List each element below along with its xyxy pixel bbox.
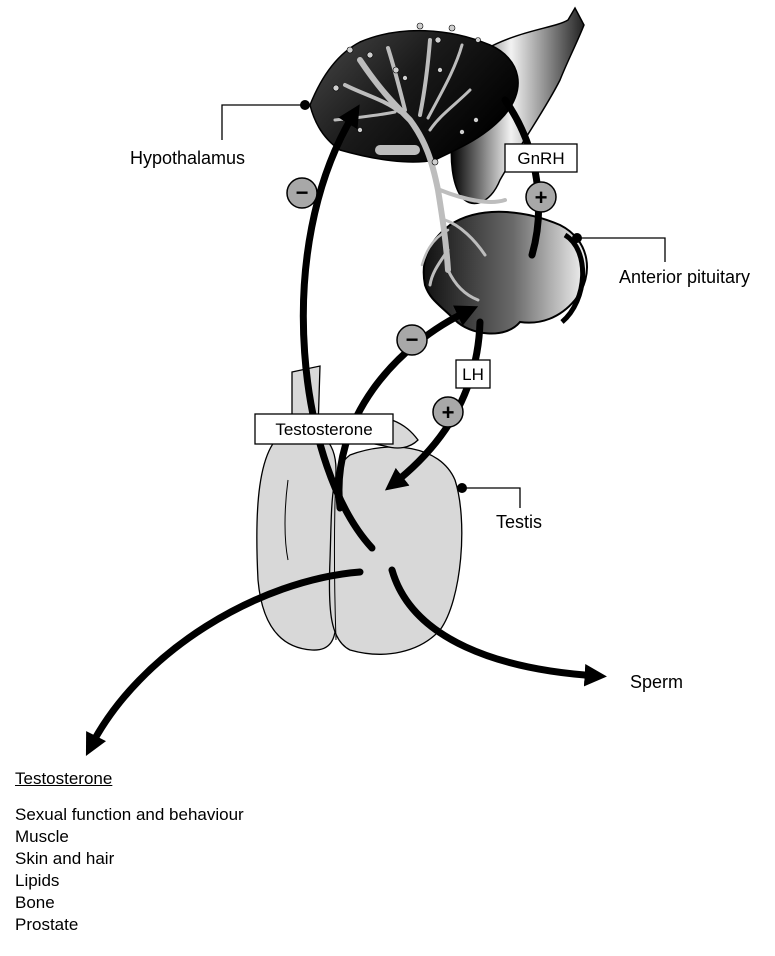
legend-items: Sexual function and behaviour Muscle Ski… [15, 804, 375, 936]
list-item: Muscle [15, 826, 375, 848]
testosterone-box: Testosterone [255, 414, 393, 444]
negative-sign-pituitary: − [397, 325, 427, 355]
list-item: Sexual function and behaviour [15, 804, 375, 826]
hypothalamus-label: Hypothalamus [130, 148, 245, 168]
testosterone-effects-list: Testosterone Sexual function and behavio… [15, 768, 375, 936]
gnrh-box: GnRH [505, 144, 577, 172]
svg-text:−: − [406, 327, 419, 352]
legend-title: Testosterone [15, 768, 375, 790]
negative-sign-hypothalamus: − [287, 178, 317, 208]
list-item: Prostate [15, 914, 375, 936]
list-item: Bone [15, 892, 375, 914]
list-item: Skin and hair [15, 848, 375, 870]
sperm-label: Sperm [630, 672, 683, 692]
lh-box: LH [456, 360, 490, 388]
testis-label: Testis [496, 512, 542, 532]
svg-text:+: + [535, 185, 548, 210]
positive-sign-gnrh: + [526, 182, 556, 212]
svg-text:GnRH: GnRH [517, 149, 564, 168]
positive-sign-lh: + [433, 397, 463, 427]
svg-text:+: + [442, 400, 455, 425]
svg-text:−: − [296, 180, 309, 205]
svg-text:Testosterone: Testosterone [275, 420, 372, 439]
anterior-pituitary-label: Anterior pituitary [619, 267, 750, 287]
list-item: Lipids [15, 870, 375, 892]
svg-text:LH: LH [462, 365, 484, 384]
